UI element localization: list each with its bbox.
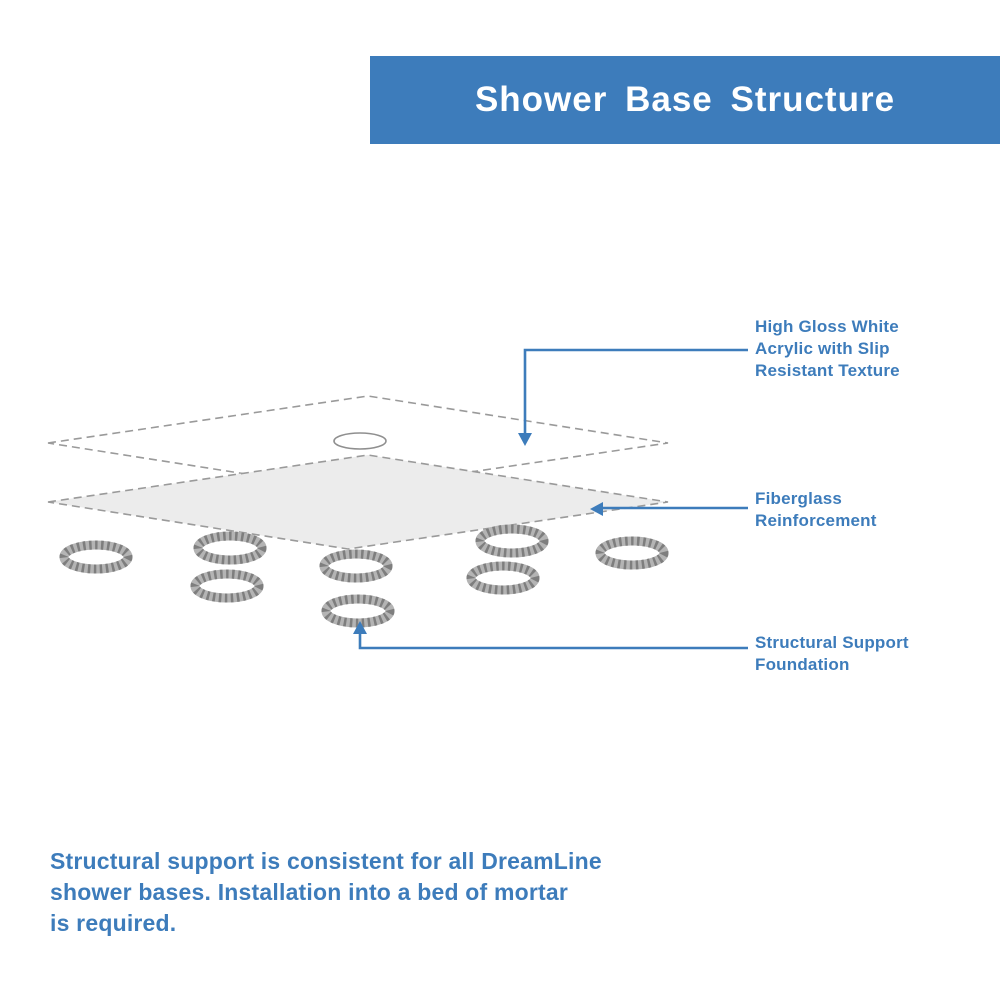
fiberglass-layer (47, 454, 669, 550)
leader-foundation (353, 621, 748, 650)
title-banner: Shower Base Structure (370, 56, 1000, 144)
page-title: Shower Base Structure (474, 80, 896, 119)
support-ring (475, 524, 549, 558)
support-ring (59, 540, 133, 574)
support-ring (321, 594, 395, 628)
arrowhead-foundation (353, 621, 367, 634)
support-ring (319, 549, 393, 583)
support-rings (59, 524, 669, 628)
arrowhead-acrylic (518, 433, 532, 446)
support-ring (466, 561, 540, 595)
acrylic-top-layer (47, 395, 669, 491)
leader-acrylic (518, 348, 748, 446)
footer-note: Structural support is consistent for all… (50, 848, 602, 936)
callout-foundation-label: Structural Support Foundation (755, 633, 909, 674)
support-ring (193, 531, 267, 565)
drain-hole (333, 432, 387, 450)
callout-acrylic-label: High Gloss White Acrylic with Slip Resis… (755, 317, 900, 380)
arrowhead-fiberglass (590, 502, 603, 516)
support-ring (595, 536, 669, 570)
support-ring (190, 569, 264, 603)
callout-fiberglass-label: Fiberglass Reinforcement (755, 489, 877, 530)
leader-fiberglass (590, 502, 748, 516)
